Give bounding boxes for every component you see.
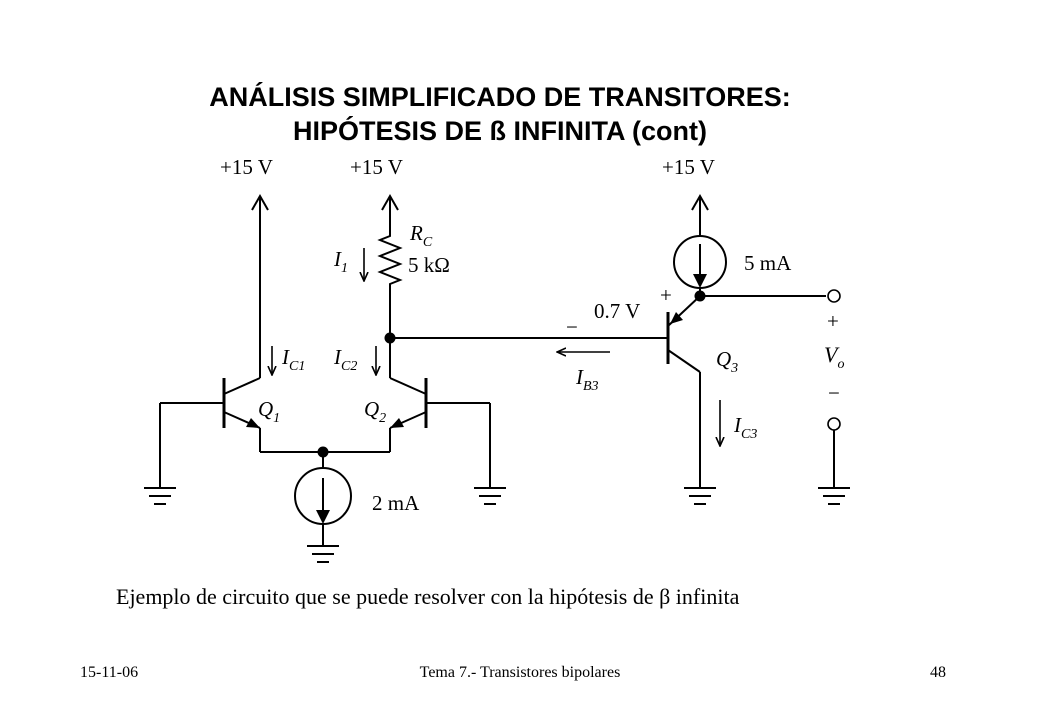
ground-symbol-q3 (684, 487, 716, 505)
q1-collector-leg (223, 377, 261, 395)
supply-label-q1: +15 V (220, 155, 273, 179)
supply-arrow-q3 (691, 193, 709, 211)
supply-arrow-rc (381, 193, 399, 211)
ic2-label: IC2 (333, 345, 357, 374)
ground-symbol-q1 (144, 487, 176, 505)
junction-dot-q2-collector (384, 332, 396, 344)
ic3-label: IC3 (733, 413, 757, 442)
q1-emitter-arrowhead (246, 418, 260, 428)
veb-label: 0.7 V (594, 299, 640, 323)
junction-dot-tail (317, 446, 329, 458)
ib3-label: IB3 (575, 365, 599, 394)
q3-label: Q3 (716, 347, 738, 376)
veb-plus-label: + (660, 283, 672, 307)
q2-emitter-arrowhead (390, 418, 404, 428)
vo-plus-terminal (827, 289, 841, 303)
junction-dot-q3-emitter (694, 290, 706, 302)
footer-date: 15-11-06 (80, 664, 139, 681)
footer-page-number: 48 (930, 664, 946, 681)
q3-emitter-arrowhead (670, 312, 683, 324)
source3-current-label: 5 mA (744, 251, 792, 275)
q3-collector-leg (667, 349, 701, 373)
slide-title-line1: ANÁLISIS SIMPLIFICADO DE TRANSITORES: (209, 82, 791, 112)
ground-symbol-q2 (474, 487, 506, 505)
vo-minus-label: − (828, 381, 840, 405)
supply-label-q3: +15 V (662, 155, 715, 179)
supply-label-rc: +15 V (350, 155, 403, 179)
vo-plus-label: + (827, 309, 839, 333)
footer-topic: Tema 7.- Transistores bipolares (419, 664, 621, 681)
q2-collector-leg (389, 377, 427, 395)
supply-arrow-q1 (251, 193, 269, 211)
tail-current-label: 2 mA (372, 491, 420, 515)
veb-minus-label: − (566, 315, 578, 339)
ground-symbol-output (818, 487, 850, 505)
rc-label: RC (409, 221, 433, 250)
vo-minus-terminal (827, 417, 841, 431)
q2-label: Q2 (364, 397, 386, 426)
i1-label: I1 (333, 247, 348, 276)
ground-symbol-tail (307, 545, 339, 563)
figure-caption: Ejemplo de circuito que se puede resolve… (116, 584, 740, 609)
tail-source-arrowhead (316, 510, 330, 524)
source3-arrowhead (693, 274, 707, 288)
vo-label: Vo (824, 342, 844, 372)
slide-title-line2: HIPÓTESIS DE ß INFINITA (cont) (293, 116, 707, 146)
q1-label: Q1 (258, 397, 280, 426)
resistor-rc (377, 222, 403, 338)
ic1-label: IC1 (281, 345, 305, 374)
rc-value-label: 5 kΩ (408, 253, 450, 277)
